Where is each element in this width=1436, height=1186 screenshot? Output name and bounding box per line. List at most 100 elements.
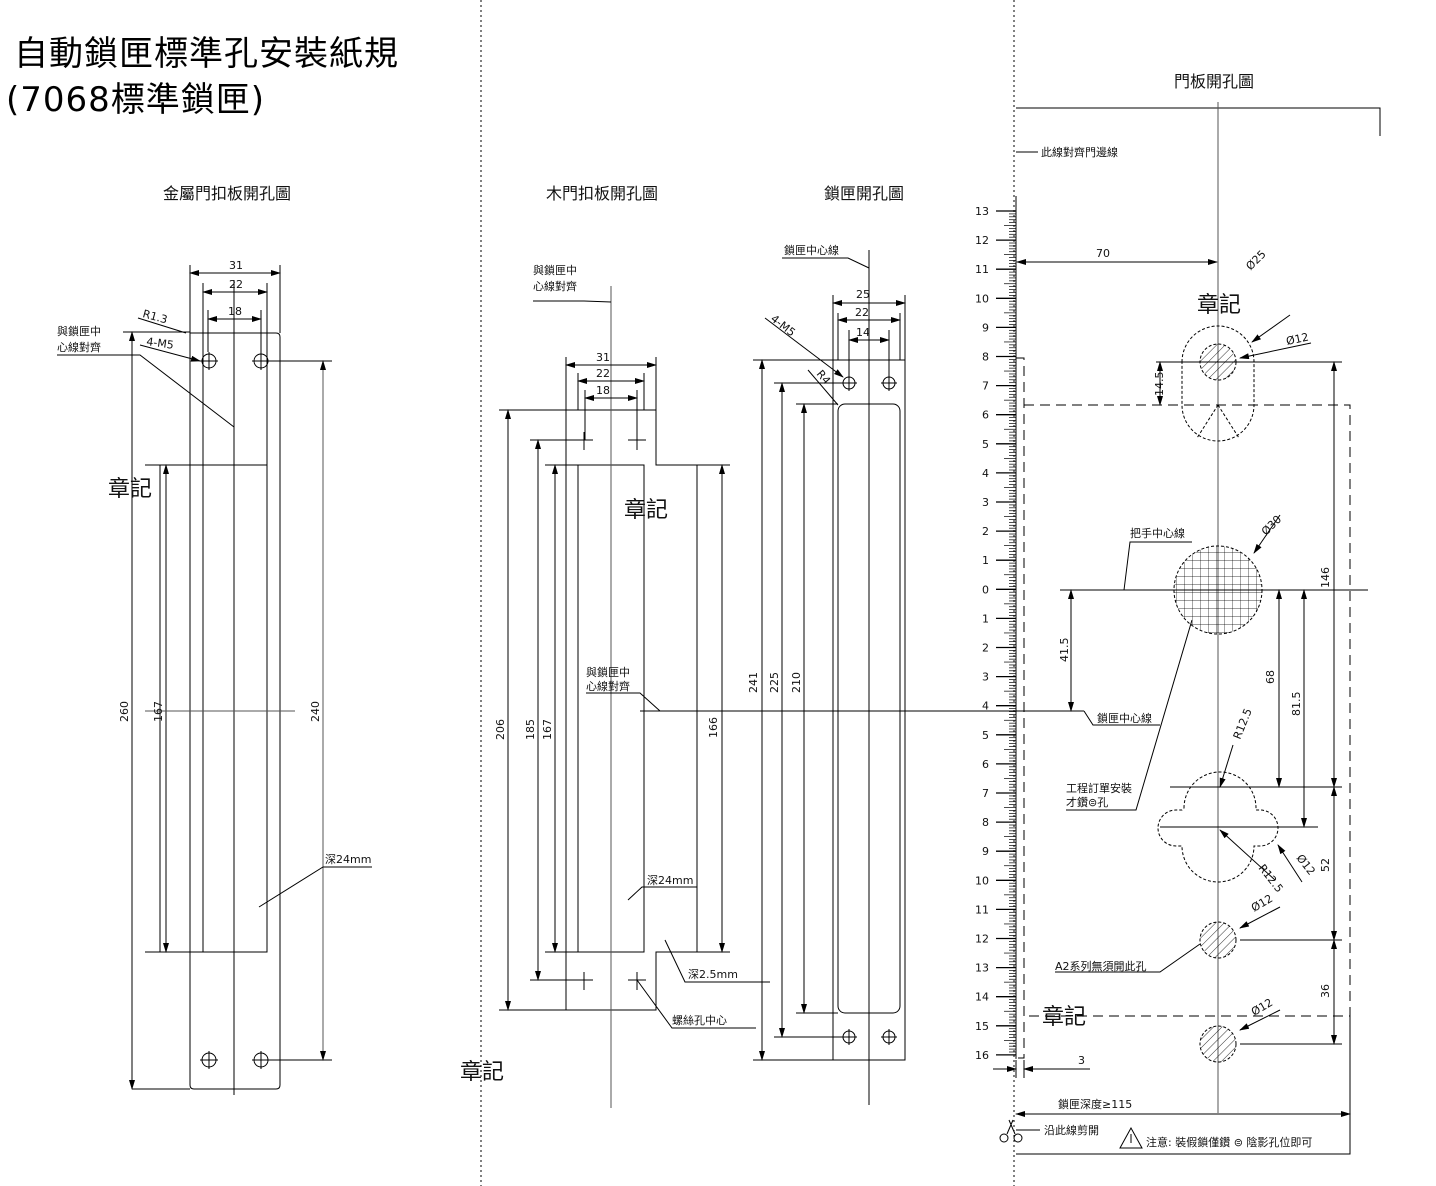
ruler-label: 8 <box>982 816 989 829</box>
ruler-label: 13 <box>975 962 989 975</box>
door-dim-81-5: 81.5 <box>1290 692 1303 717</box>
door-note-order-2: 才鑽⊜孔 <box>1066 795 1108 809</box>
metal-dim-260: 260 <box>118 701 131 722</box>
wood-note-screw-center: 螺絲孔中心 <box>672 1013 727 1027</box>
stamp-door-bottom: 章記 <box>1042 1005 1086 1030</box>
ruler-label: 6 <box>982 758 989 771</box>
page-subtitle: (7068標準鎖匣) <box>6 80 266 120</box>
wood-dim-31: 31 <box>596 351 610 364</box>
wood-dim-185: 185 <box>524 719 537 740</box>
door-panel-cutout <box>993 102 1381 1155</box>
wood-dim-18: 18 <box>596 384 610 397</box>
wood-dim-167: 167 <box>541 719 554 740</box>
door-dim-41-5: 41.5 <box>1058 638 1071 663</box>
door-hole-12d: Ø12 <box>1249 996 1275 1019</box>
ruler-label: 7 <box>982 787 989 800</box>
box-dim-25: 25 <box>856 288 870 301</box>
section-title-box: 鎖匣開孔圖 <box>824 184 904 203</box>
door-radius-12-5b: R12.5 <box>1256 862 1286 895</box>
ruler-label: 0 <box>982 583 989 596</box>
metal-note-align-2: 心線對齊 <box>57 340 101 354</box>
section-title-door: 門板開孔圖 <box>1174 72 1254 91</box>
wood-note-mid-align-1: 與鎖匣中 <box>586 665 630 679</box>
wood-dim-166: 166 <box>707 717 720 738</box>
door-radius-12-5a: R12.5 <box>1231 706 1255 741</box>
ruler-label: 11 <box>975 263 989 276</box>
wood-note-depth: 深24mm <box>647 874 693 887</box>
wood-note-mid-align-2: 心線對齊 <box>586 679 630 693</box>
ruler-label: 12 <box>975 933 989 946</box>
stamp-door-top: 章記 <box>1197 293 1241 318</box>
section-title-wood: 木門扣板開孔圖 <box>546 184 658 203</box>
metal-dim-18: 18 <box>228 305 242 318</box>
metal-strike-plate <box>57 265 372 1095</box>
door-note-box-center: 鎖匣中心線 <box>1097 711 1152 725</box>
ruler-label: 1 <box>982 612 989 625</box>
box-dim-14: 14 <box>856 326 870 339</box>
metal-note-align-1: 與鎖匣中 <box>57 324 101 338</box>
door-dim-70: 70 <box>1096 247 1110 260</box>
scissors-icon <box>999 1119 1023 1143</box>
section-title-metal: 金屬門扣板開孔圖 <box>163 184 291 203</box>
ruler-label: 7 <box>982 380 989 393</box>
ruler-label: 13 <box>975 205 989 218</box>
door-note-order-1: 工程訂單安裝 <box>1066 781 1132 795</box>
ruler-label: 2 <box>982 525 989 538</box>
ruler-label: 2 <box>982 642 989 655</box>
box-note-screw: 4-M5 <box>768 312 798 339</box>
ruler-label: 5 <box>982 729 989 742</box>
door-hole-12a: Ø12 <box>1285 331 1310 348</box>
ruler-label: 10 <box>975 292 989 305</box>
wood-note-depth-2: 深2.5mm <box>688 968 738 981</box>
door-dim-146: 146 <box>1319 567 1332 588</box>
ruler-scale: 1312111098765432101234567891011121314151… <box>975 196 1017 1062</box>
ruler-label: 11 <box>975 903 989 916</box>
stamp-lower: 章記 <box>460 1060 504 1085</box>
wood-dim-206: 206 <box>494 719 507 740</box>
door-hole-30: Ø30 <box>1259 513 1284 538</box>
door-dim-68: 68 <box>1264 670 1277 684</box>
lock-box-cutout <box>753 250 906 1105</box>
ruler-label: 5 <box>982 438 989 451</box>
door-note-cut: 沿此線剪開 <box>1044 1123 1099 1137</box>
wood-note-align-1: 與鎖匣中 <box>533 263 577 277</box>
metal-note-radius: R1.3 <box>141 307 169 326</box>
door-note-a2: A2系列無須開此孔 <box>1055 959 1147 973</box>
ruler-label: 1 <box>982 554 989 567</box>
box-note-center: 鎖匣中心線 <box>784 243 839 257</box>
ruler-label: 3 <box>982 496 989 509</box>
door-dim-52: 52 <box>1319 858 1332 872</box>
stamp-wood: 章記 <box>624 498 668 523</box>
ruler-label: 4 <box>982 700 989 713</box>
ruler-label: 12 <box>975 234 989 247</box>
wood-dim-22: 22 <box>596 367 610 380</box>
stamp-metal: 章記 <box>108 477 152 502</box>
door-dim-3: 3 <box>1078 1054 1085 1067</box>
door-hole-25: Ø25 <box>1243 248 1268 273</box>
ruler-label: 16 <box>975 1049 989 1062</box>
ruler-label: 14 <box>975 991 989 1004</box>
ruler-label: 10 <box>975 874 989 887</box>
warning-icon <box>1119 1126 1143 1149</box>
wood-strike-plate <box>499 286 770 1108</box>
door-dim-14-5: 14.5 <box>1153 372 1166 397</box>
box-dim-225: 225 <box>768 672 781 693</box>
box-dim-210: 210 <box>790 672 803 693</box>
wood-note-align-2: 心線對齊 <box>533 279 577 293</box>
door-note-edge: 此線對齊門邊線 <box>1041 145 1118 159</box>
metal-note-screw: 4-M5 <box>146 335 175 352</box>
box-dim-241: 241 <box>747 672 760 693</box>
metal-dim-167: 167 <box>152 701 165 722</box>
ruler-label: 4 <box>982 467 989 480</box>
ruler-label: 6 <box>982 409 989 422</box>
door-note-handle-center: 把手中心線 <box>1130 526 1185 540</box>
metal-dim-240: 240 <box>309 701 322 722</box>
ruler-label: 9 <box>982 321 989 334</box>
page-title: 自動鎖匣標準孔安裝紙規 <box>14 34 399 74</box>
box-note-radius: R4 <box>814 368 833 388</box>
box-dim-22: 22 <box>855 306 869 319</box>
metal-note-depth: 深24mm <box>325 853 371 866</box>
metal-dim-31: 31 <box>229 259 243 272</box>
ruler-label: 8 <box>982 351 989 364</box>
